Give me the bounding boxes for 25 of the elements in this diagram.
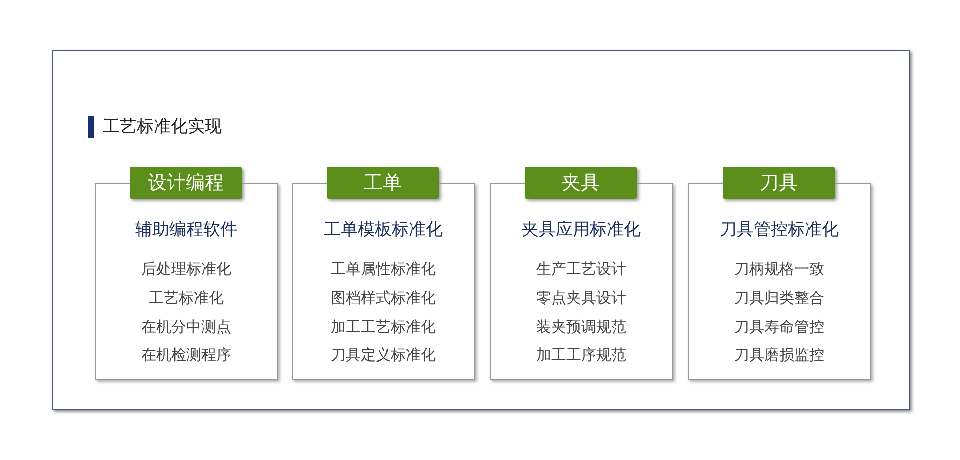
category-tab: 工单	[327, 167, 439, 199]
category-tab: 设计编程	[130, 167, 242, 199]
list-item: 图档样式标准化	[330, 289, 437, 308]
category-tab: 夹具	[525, 167, 637, 199]
list-item: 在机分中测点	[140, 318, 232, 337]
section-title: 工艺标准化实现	[88, 116, 222, 138]
list-item: 后处理标准化	[140, 260, 232, 279]
list-item: 生产工艺设计	[536, 260, 628, 279]
list-item: 装夹预调规范	[536, 318, 628, 337]
category-tab: 刀具	[723, 167, 835, 199]
list-item: 工艺标准化	[148, 289, 225, 308]
list-item: 加工工序规范	[536, 346, 628, 365]
card-heading: 辅助编程软件	[134, 219, 238, 241]
list-item: 刀柄规格一致	[734, 260, 826, 279]
card-heading: 刀具管控标准化	[719, 219, 840, 241]
card-heading: 夹具应用标准化	[521, 219, 642, 241]
list-item: 加工工艺标准化	[330, 318, 437, 337]
list-item: 工单属性标准化	[330, 260, 437, 279]
list-item: 刀具寿命管控	[734, 318, 826, 337]
list-item: 刀具归类整合	[734, 289, 826, 308]
list-item: 在机检测程序	[140, 346, 232, 365]
list-item: 刀具定义标准化	[330, 346, 437, 365]
list-item: 刀具磨损监控	[734, 346, 826, 365]
list-item: 零点夹具设计	[536, 289, 628, 308]
card-heading: 工单模板标准化	[323, 219, 444, 241]
